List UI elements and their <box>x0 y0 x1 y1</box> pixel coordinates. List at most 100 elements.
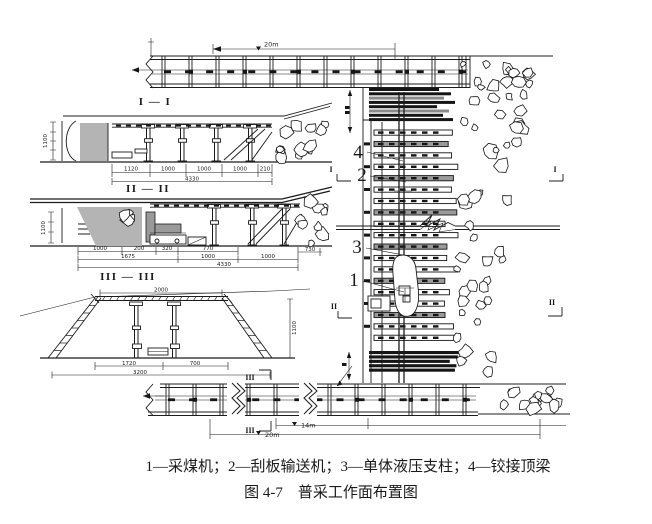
gob-spill-rocks <box>499 385 563 417</box>
beam-bar <box>369 88 439 91</box>
prop-dash <box>433 245 439 248</box>
hatch-tick <box>214 296 218 301</box>
hatch-tick <box>144 296 148 301</box>
prop-dash <box>422 256 428 260</box>
prop-dash <box>433 302 439 305</box>
hinged-beam-row <box>373 243 448 250</box>
hatch-tick <box>137 296 141 301</box>
rock <box>510 75 527 88</box>
beam-bar <box>369 118 453 122</box>
sec1-props <box>141 124 257 162</box>
break-symbol <box>145 383 154 416</box>
prop-dash <box>433 291 439 294</box>
prop-dash <box>378 279 384 282</box>
rock <box>499 399 509 411</box>
hatch-tick <box>151 296 155 301</box>
rock <box>509 121 524 134</box>
rock <box>545 385 555 396</box>
hatch-tick <box>200 296 204 301</box>
lower-gate-clear-label: 14m <box>301 422 316 430</box>
prop-dash <box>422 222 428 225</box>
rock <box>507 386 521 399</box>
rock <box>513 104 528 117</box>
prop-dash <box>389 165 395 168</box>
lagging-dash <box>168 398 175 402</box>
beam-stub <box>364 233 370 237</box>
section-mark-1-right: I <box>553 165 556 174</box>
prop-dash <box>422 188 428 191</box>
rock <box>499 76 515 89</box>
hatch-tick <box>193 296 197 301</box>
rock <box>458 308 466 317</box>
rock <box>508 67 521 79</box>
prop-dash <box>411 313 417 317</box>
prop-dash <box>389 154 395 157</box>
lagging-dash <box>378 398 386 402</box>
rock <box>510 137 522 148</box>
prop-dash <box>400 234 406 237</box>
beam-stub <box>364 256 370 260</box>
leg-lagging <box>53 305 267 351</box>
prop-dash <box>400 154 406 157</box>
prop-dash <box>433 234 439 237</box>
prop-collar <box>280 220 289 225</box>
sec3-props <box>129 301 181 359</box>
hatch-tick <box>95 296 99 301</box>
prop-dash <box>422 131 428 134</box>
caved-gob-rocks <box>452 60 537 378</box>
prop-dash <box>400 142 406 146</box>
upper-gate-length-label: 20m <box>264 41 279 49</box>
rock <box>484 350 497 364</box>
prop-dash <box>400 199 406 203</box>
lagging-dash <box>164 70 171 74</box>
sec3-height-label: 1100 <box>292 321 298 335</box>
rock <box>302 139 317 153</box>
prop-dash <box>411 325 417 328</box>
break-mask <box>227 381 245 418</box>
sec2-r2b: 1000 <box>201 254 215 260</box>
prop-dash <box>378 142 384 146</box>
rock <box>494 245 505 258</box>
prop-dash <box>389 142 395 146</box>
lagging-dash <box>252 398 260 402</box>
prop-dash <box>433 211 439 214</box>
rock <box>502 195 512 206</box>
sec1-seg4: 210 <box>260 167 271 173</box>
lagging-dash <box>210 398 218 402</box>
prop-dash <box>389 188 395 191</box>
prop-handle <box>170 343 180 349</box>
beam-dash <box>256 124 261 127</box>
callout-1-shearer: 1 <box>349 270 359 291</box>
beam-bar <box>369 368 455 372</box>
beam-dash <box>226 124 231 127</box>
rock <box>475 299 487 310</box>
sec2-height-label: 1100 <box>41 221 47 235</box>
rock <box>454 252 471 264</box>
timber-joint <box>350 69 355 74</box>
beam-dash <box>194 204 199 207</box>
rock <box>320 206 328 216</box>
prop-dash <box>378 165 384 168</box>
beam-bar <box>369 109 449 113</box>
beam-bar <box>369 355 458 359</box>
sec1-seg0: 1120 <box>124 167 138 173</box>
prop-dash <box>400 211 406 214</box>
lagging-dash <box>399 398 407 402</box>
prop-dash <box>433 325 439 328</box>
prop-dash <box>378 199 384 203</box>
break-mask <box>299 381 317 418</box>
rock <box>483 296 493 305</box>
beam-dash <box>264 204 269 207</box>
lagging-dash <box>315 398 323 402</box>
hatch-tick <box>179 296 183 301</box>
prop-dash <box>411 154 417 157</box>
beam-stub <box>364 302 370 305</box>
prop-dash <box>433 199 439 203</box>
beam-dash <box>236 124 241 127</box>
timber-joint <box>242 69 247 74</box>
beam-bar <box>369 100 455 104</box>
prop-dash <box>389 325 395 328</box>
hatch-tick <box>109 296 113 301</box>
prop-dash <box>411 177 417 180</box>
break-symbol <box>308 382 318 415</box>
